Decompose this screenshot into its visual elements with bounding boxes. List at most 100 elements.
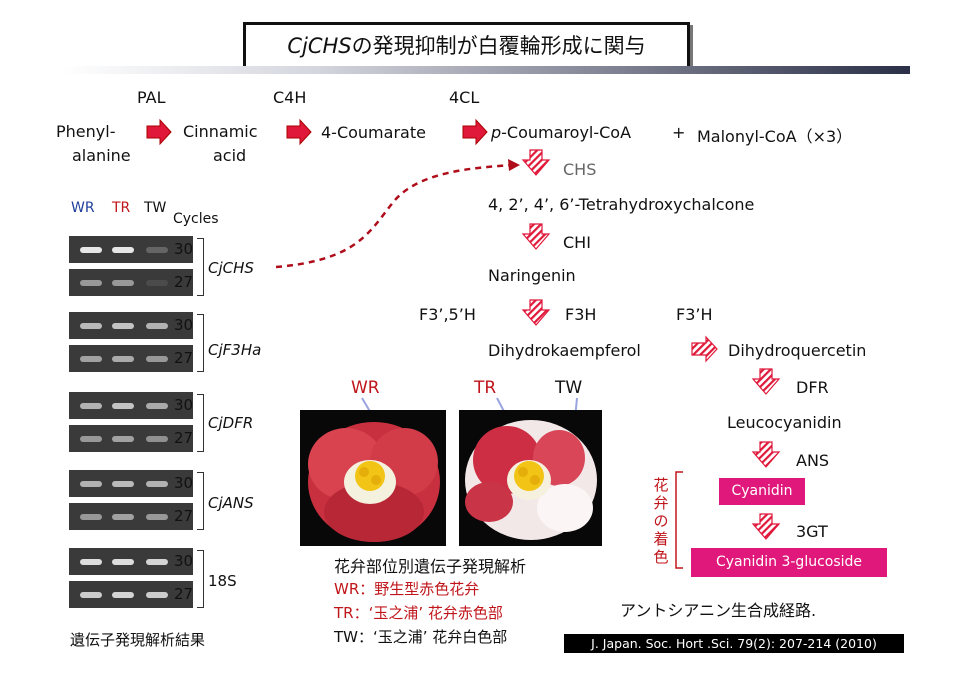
gel-band-tw <box>146 356 168 362</box>
enzyme-dfr: DFR <box>796 378 829 397</box>
enzyme-3gt: 3GT <box>796 522 828 541</box>
gel-band-tw <box>146 514 168 520</box>
gene-bracket <box>197 472 204 530</box>
gel-strip-18s-27 <box>69 581 193 608</box>
cycle-label: 30 <box>174 396 194 414</box>
gene-label-cjdfr: CjDFR <box>208 414 254 432</box>
gel-strip-cjdfr-27 <box>69 425 193 452</box>
flower-label-tw: TW <box>555 378 583 398</box>
slide-title: CjCHSの発現抑制が白覆輪形成に関与 <box>243 22 690 70</box>
leucocyanidin: Leucocyanidin <box>727 413 842 432</box>
gel-strip-cjchs-27 <box>69 269 193 296</box>
cycle-label: 27 <box>174 349 194 367</box>
citation: J. Japan. Soc. Hort .Sci. 79(2): 207-214… <box>564 634 904 653</box>
gel-caption: 遺伝子発現解析結果 <box>70 631 206 649</box>
gel-band-wr <box>80 356 102 362</box>
lane-label-tr: TR <box>112 200 131 216</box>
gene-label-cjf3ha: CjF3Ha <box>208 341 262 359</box>
petal-color-bracket <box>675 471 683 569</box>
gel-band-wr <box>80 323 102 329</box>
flower-label-tr: TR <box>474 378 497 398</box>
arrow-chs <box>521 149 551 176</box>
cyanidin-box: Cyanidin <box>719 478 805 505</box>
cinnamic-line1: Cinnamic <box>183 122 258 141</box>
cycle-label: 27 <box>174 585 194 603</box>
gel-strip-cjans-27 <box>69 503 193 530</box>
plus-sign: + <box>672 123 686 142</box>
arrow-dfr <box>751 368 781 395</box>
cycle-label: 30 <box>174 474 194 492</box>
gene-bracket <box>197 238 204 296</box>
cycle-label: 27 <box>174 429 194 447</box>
gel-band-wr <box>80 403 102 409</box>
legend-tw: TW：‘玉之浦’ 花弁白色部 <box>334 628 508 646</box>
gel-band-tw <box>146 559 168 565</box>
legend-tr: TR：‘玉之浦’ 花弁赤色部 <box>334 604 503 622</box>
gene-bracket <box>197 550 204 608</box>
gene-label-18s: 18S <box>208 572 237 590</box>
cycle-label: 30 <box>174 240 194 258</box>
chalcone: 4, 2’, 4’, 6’-Tetrahydroxychalcone <box>488 195 755 214</box>
wr-flower-image <box>300 410 446 546</box>
coumarate: 4-Coumarate <box>321 123 426 142</box>
gel-band-wr <box>80 247 102 253</box>
gel-strip-cjchs-30 <box>69 236 193 263</box>
gel-band-tw <box>146 280 168 286</box>
enzyme-pal: PAL <box>137 88 166 107</box>
gel-band-wr <box>80 436 102 442</box>
gene-bracket <box>197 314 204 372</box>
enzyme-f3ph: F3’H <box>676 305 713 324</box>
gel-strip-18s-30 <box>69 548 193 575</box>
gel-band-wr <box>80 514 102 520</box>
enzyme-ans: ANS <box>796 451 830 470</box>
gel-band-tw <box>146 592 168 598</box>
legend-wr: WR：野生型赤色花弁 <box>334 580 480 598</box>
gel-band-tr <box>112 481 134 487</box>
enzyme-f35h: F3’,5’H <box>419 305 476 324</box>
title-text: の発現抑制が白覆輪形成に関与 <box>351 34 646 58</box>
gel-strip-cjf3ha-27 <box>69 345 193 372</box>
arrow-ans <box>751 441 781 468</box>
petal-color-label: 花 弁 の 着 色 <box>653 476 669 566</box>
title-gene: CjCHS <box>287 34 352 58</box>
coumaroyl-coa: p-Coumaroyl-CoA <box>491 123 632 142</box>
cycle-label: 30 <box>174 552 194 570</box>
enzyme-f3h: F3H <box>565 305 597 324</box>
gel-band-tw <box>146 403 168 409</box>
enzyme-chs: CHS <box>563 160 597 179</box>
arrow-pal <box>146 118 172 146</box>
gel-band-tr <box>112 280 134 286</box>
phenylalanine-line1: Phenyl- <box>56 122 116 141</box>
gel-band-wr <box>80 559 102 565</box>
arrow-chi <box>521 223 551 250</box>
gel-band-tr <box>112 436 134 442</box>
gel-strip-cjf3ha-30 <box>69 312 193 339</box>
gel-band-wr <box>80 280 102 286</box>
enzyme-chi: CHI <box>563 233 591 252</box>
arrow-4cl <box>462 118 488 146</box>
chs-link-curve <box>275 163 513 269</box>
cycle-label: 30 <box>174 316 194 334</box>
gel-band-wr <box>80 481 102 487</box>
arrow-3gt <box>751 513 781 540</box>
arrow-f3ph <box>691 335 718 363</box>
tamanoura-flower-image <box>459 410 602 546</box>
chs-link-arrowhead <box>508 159 520 171</box>
dihydrokaempferol: Dihydrokaempferol <box>488 341 641 360</box>
gel-band-tr <box>112 323 134 329</box>
flower-caption: 花弁部位別遺伝子発現解析 <box>334 557 527 576</box>
lane-label-tw: TW <box>144 200 167 216</box>
lane-label-wr: WR <box>71 200 95 216</box>
gene-label-cjans: CjANS <box>208 494 254 512</box>
cycles-label: Cycles <box>173 211 219 227</box>
gel-band-wr <box>80 592 102 598</box>
header-rule <box>62 66 910 74</box>
gel-band-tw <box>146 436 168 442</box>
arrow-c4h <box>286 118 312 146</box>
gel-band-tw <box>146 247 168 253</box>
naringenin: Naringenin <box>488 266 576 285</box>
gel-band-tr <box>112 403 134 409</box>
gel-band-tw <box>146 323 168 329</box>
pathway-caption: アントシアニン生合成経路. <box>620 601 817 620</box>
